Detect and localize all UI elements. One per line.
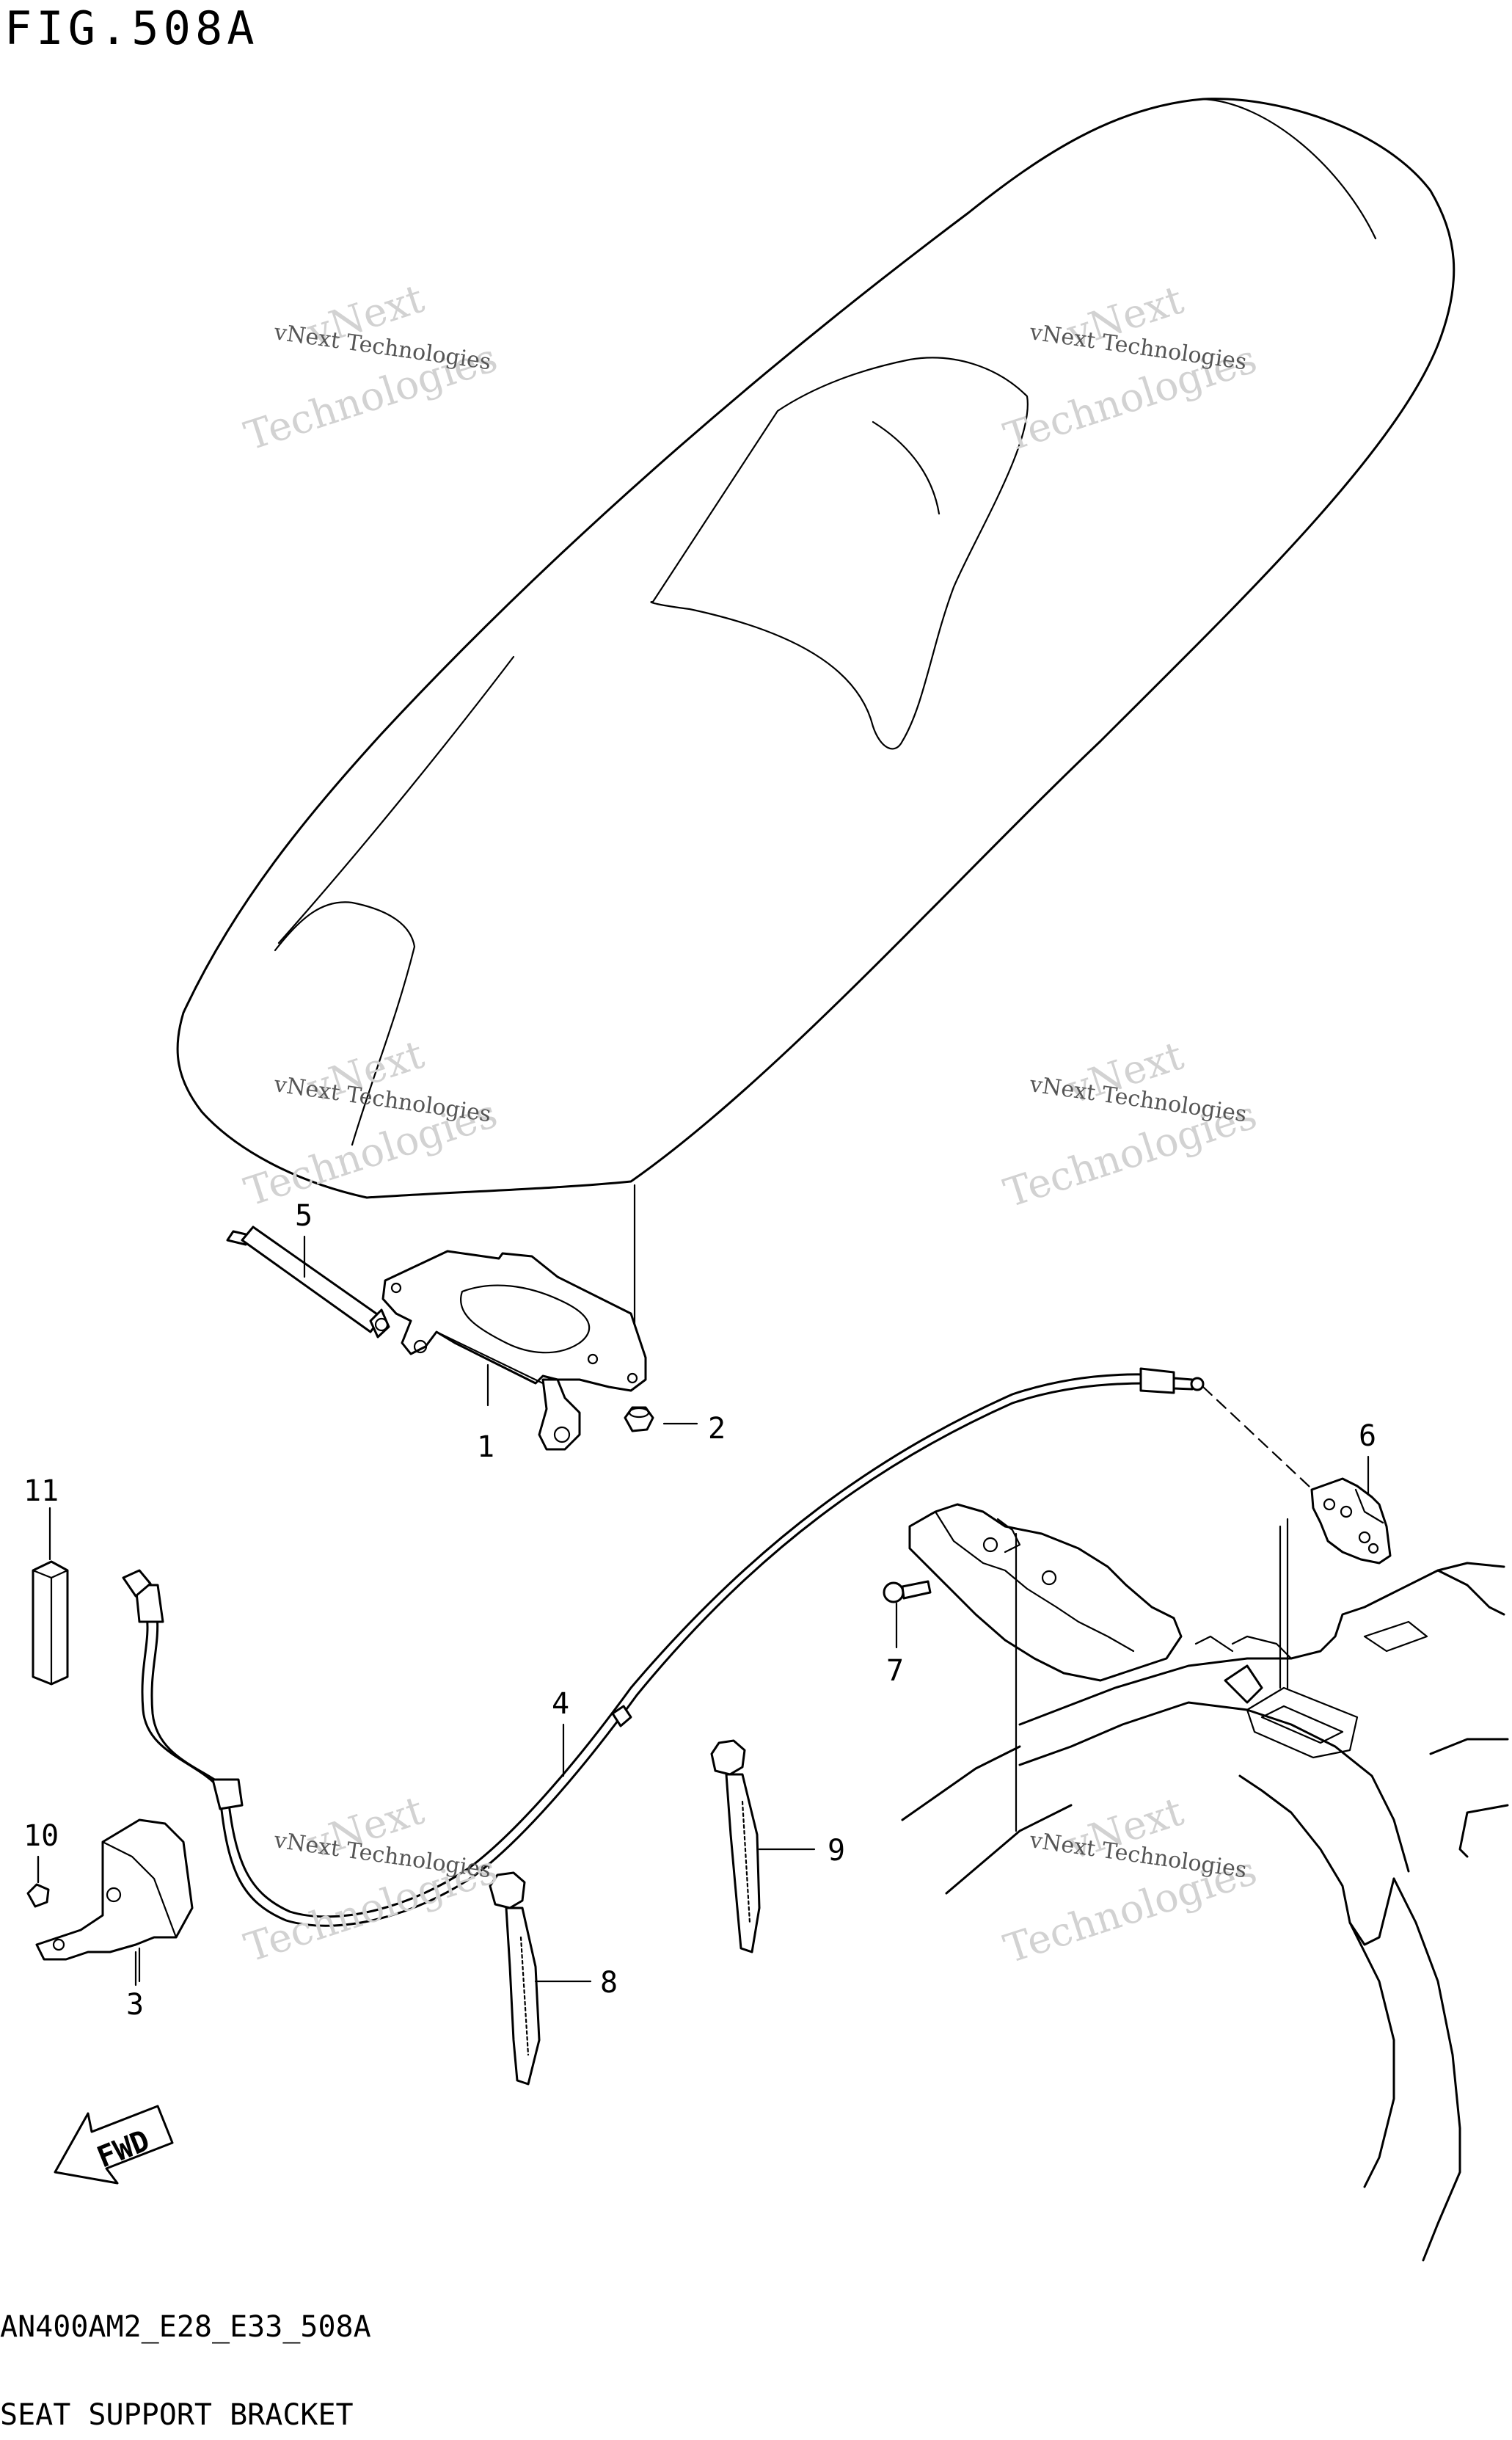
spacer-part-11 (32, 1560, 69, 1686)
watermark-mid-right: vNext Technologies vNext Technologies (998, 1032, 1262, 1216)
callout-3: 3 (126, 1988, 144, 2022)
watermark-top-left: vNext Technologies vNext Technologies (239, 275, 503, 459)
bracket-part-3 (35, 1818, 194, 1983)
callout-6: 6 (1359, 1419, 1376, 1453)
nut-part-2 (624, 1406, 654, 1432)
seat-bracket-part-1 (381, 1250, 647, 1451)
callout-5: 5 (295, 1199, 313, 1233)
model-code: AN400AM2_E28_E33_508A (0, 2310, 371, 2344)
seat-lock-cable-part-4 (122, 1367, 1205, 1927)
pin-part-5 (226, 1226, 390, 1339)
callout-1: 1 (477, 1430, 494, 1464)
bolt-part-7 (883, 1580, 932, 1603)
cable-tie-part-9 (710, 1739, 761, 1953)
watermark-mid-left: vNext Technologies vNext Technologies (239, 1031, 503, 1215)
seat-drawing (176, 98, 1456, 1352)
callout-2: 2 (708, 1412, 726, 1446)
watermark-bottom-right: vNext Technologies vNext Technologies (998, 1788, 1262, 1972)
callout-9: 9 (828, 1834, 845, 1868)
watermark-bottom-left: vNext Technologies vNext Technologies (239, 1787, 503, 1971)
callout-8: 8 (600, 1966, 618, 2000)
callout-10: 10 (23, 1819, 59, 1853)
fwd-arrow: FWD (54, 2105, 174, 2185)
callout-11: 11 (23, 1474, 59, 1508)
watermark-top-right: vNext Technologies vNext Technologies (998, 276, 1262, 460)
callout-4: 4 (552, 1687, 569, 1721)
callout-numbers: 5 1 2 4 6 7 8 9 10 11 3 (23, 1199, 1376, 2022)
leader-lines (37, 1235, 1370, 1986)
seat-lock-latch-part-6 (1286, 1477, 1392, 1689)
part-group-name: SEAT SUPPORT BRACKET (0, 2398, 354, 2432)
frame-assembly (901, 1503, 1509, 2262)
cable-tie-part-8 (489, 1871, 541, 2086)
callout-7: 7 (886, 1654, 904, 1688)
figure-title: FIG.508A (4, 1, 259, 55)
